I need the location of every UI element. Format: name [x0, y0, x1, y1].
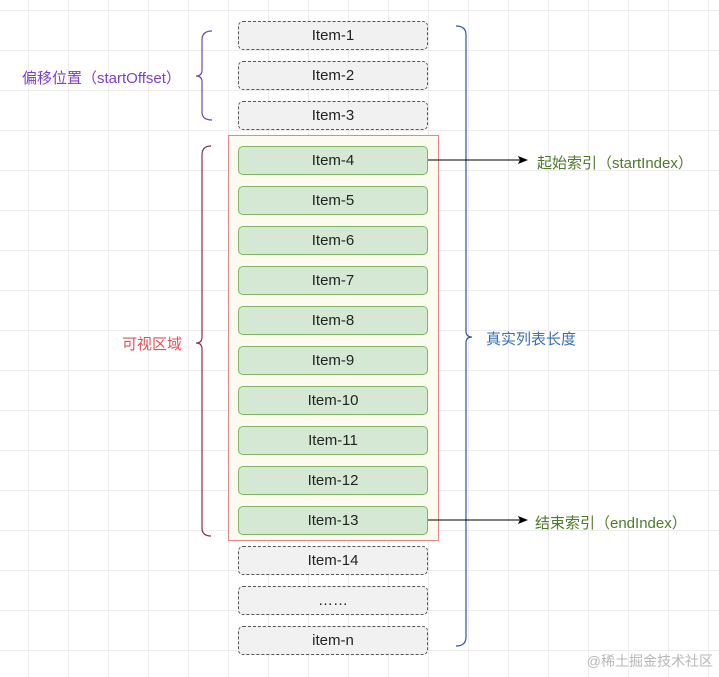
end-index-label: 结束索引（endIndex）	[535, 515, 687, 532]
list-item-visible: Item-13	[238, 506, 428, 535]
list-length-brace	[455, 25, 473, 647]
start-offset-label: 偏移位置（startOffset）	[22, 70, 181, 87]
list-item-visible: Item-6	[238, 226, 428, 255]
list-item-offset: Item-3	[238, 101, 428, 130]
list-item-below: Item-14	[238, 546, 428, 575]
list-item-visible: Item-9	[238, 346, 428, 375]
real-list-length-label: 真实列表长度	[486, 331, 577, 348]
list-item-visible: Item-11	[238, 426, 428, 455]
list-item-visible: Item-5	[238, 186, 428, 215]
list-item-visible: Item-8	[238, 306, 428, 335]
start-index-label: 起始索引（startIndex）	[537, 155, 693, 172]
list-item-visible: Item-10	[238, 386, 428, 415]
list-item-visible: Item-7	[238, 266, 428, 295]
visible-area-label: 可视区域	[122, 336, 183, 353]
list-item-last: item-n	[238, 626, 428, 655]
list-item-visible: Item-4	[238, 146, 428, 175]
list-item-visible: Item-12	[238, 466, 428, 495]
watermark: @稀土掘金技术社区	[586, 653, 713, 669]
list-item-offset: Item-1	[238, 21, 428, 50]
offset-brace	[195, 30, 213, 121]
list-item-offset: Item-2	[238, 61, 428, 90]
list-item-ellipsis: ……	[238, 586, 428, 615]
visible-area-brace	[195, 145, 212, 537]
